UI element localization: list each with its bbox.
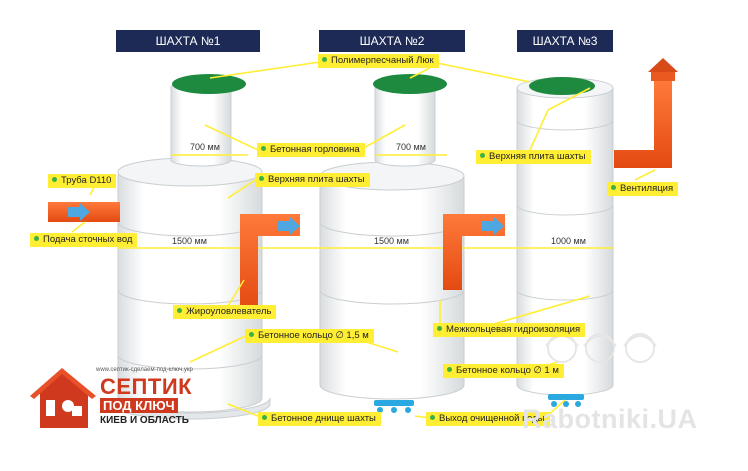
dim-ring-1: 1500 мм [172,236,207,246]
label-hatch: Полимерпесчаный Люк [318,54,439,68]
label-neck: Бетонная горловина [257,143,365,157]
header-shaft-3: ШАХТА №3 [517,30,613,52]
shaft-2-body [319,177,465,400]
bullet-icon [34,236,39,241]
dim-ring-3: 1000 мм [551,236,586,246]
flow-arrows [68,203,504,235]
label-clean-water-outlet: Выход очищенной воды [426,412,550,426]
logo-house-icon [30,368,96,428]
logo-line-3: КИЕВ И ОБЛАСТЬ [100,415,189,426]
flow-arrow-shaft2 [278,217,300,235]
header-shaft-2: ШАХТА №2 [319,30,465,52]
label-bottom: Бетонное днище шахты [258,412,381,426]
bullet-icon [480,153,485,158]
shaft-2 [262,74,465,400]
header-shaft-1: ШАХТА №1 [116,30,260,52]
shaft-1-neck [170,85,232,167]
logo-line-1: СЕПТИК [100,374,193,399]
logo-url: www.септик-сделаем-под-ключ.укр [96,367,193,373]
flow-arrow-shaft3 [482,217,504,235]
flow-arrow-inlet [68,203,90,221]
shaft-1-ring-joint-3 [117,354,263,370]
logo-line-2: ПОД КЛЮЧ [100,398,178,413]
shaft-3 [464,77,614,396]
bullet-icon [262,415,267,420]
shaft-1-hatch [172,74,246,94]
label-ring-1: Бетонное кольцо ∅ 1 м [443,364,564,378]
watermark: Rabotniki.UA [522,404,698,434]
label-pipe: Труба D110 [48,174,117,188]
dim-neck-2: 700 мм [396,142,426,152]
shaft-2-neck [374,85,436,167]
shaft-2-hatch [373,74,447,94]
shaft-3-ring-joint-1 [516,119,614,131]
label-waterproofing: Межкольцевая гидроизоляция [433,323,586,337]
vent-cap-base [651,72,675,81]
bullet-icon [261,146,266,151]
shaft-1 [109,74,271,420]
transfer-pipe [443,214,505,290]
vent-pipe [614,80,672,168]
shaft-3-ring-joint-3 [516,289,614,301]
shaft-3-ring-joint-2 [516,204,614,216]
bullet-icon [611,185,616,190]
bullet-icon [52,177,57,182]
bullet-icon [177,308,182,313]
bullet-icon [437,326,442,331]
bullet-icon [322,57,327,62]
shaft-2-ring-joint-2 [319,289,465,305]
label-top-plate-3: Верхняя плита шахты [476,150,591,164]
label-ring-1-5: Бетонное кольцо ∅ 1,5 м [245,329,374,343]
dim-neck-1: 700 мм [190,142,220,152]
label-grease-trap: Жироуловлеватель [173,305,277,319]
bullet-icon [249,332,254,337]
label-sewage-inflow: Подача сточных вод [30,233,138,247]
vent-cap [648,58,678,72]
label-ventilation: Вентиляция [607,182,679,196]
shaft-3-hatch [529,77,595,95]
bullet-icon [259,176,264,181]
dim-ring-2: 1500 мм [374,236,409,246]
bullet-icon [430,415,435,420]
label-top-plate-1: Верхняя плита шахты [255,173,370,187]
outlet-sprinklers [374,394,584,413]
grease-trap-pipe [240,214,300,310]
bullet-icon [447,367,452,372]
